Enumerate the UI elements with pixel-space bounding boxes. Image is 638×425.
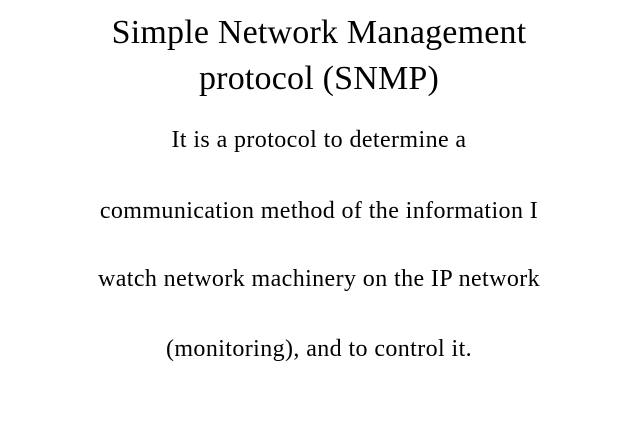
body-text-line-1: It is a protocol to determine a (171, 127, 467, 153)
body-text-line-2: communication method of the information … (99, 198, 539, 224)
slide-title-line-2: protocol (SNMP) (198, 60, 440, 97)
body-text-line-4: (monitoring), and to control it. (165, 336, 473, 362)
slide-title-line-1: Simple Network Management (111, 14, 527, 51)
body-text-line-3: watch network machinery on the IP networ… (97, 266, 541, 292)
